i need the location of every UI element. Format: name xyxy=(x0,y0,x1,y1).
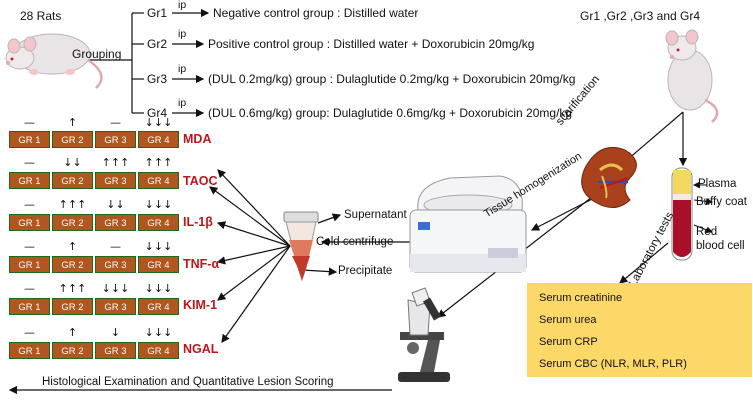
kim1-gr3-indicator: ↓↓↓ xyxy=(101,282,130,295)
ngal-gr4-indicator: ↓↓↓ xyxy=(144,326,173,339)
ngal-gr2-box: GR 2 xyxy=(52,342,93,359)
lab-test-cbc: Serum CBC (NLR, MLR, PLR) xyxy=(539,358,687,370)
tnfa-gr2-indicator: ↑ xyxy=(67,240,78,253)
taoc-label: TAOC xyxy=(183,174,218,188)
mda-gr1-indicator: — xyxy=(24,116,35,129)
group-4-description: (DUL 0.6mg/kg) group: Dulaglutide 0.6mg/… xyxy=(208,106,573,120)
il1b-gr3-indicator: ↓↓ xyxy=(106,198,125,211)
il1b-gr3-box: GR 3 xyxy=(95,214,136,231)
ngal-gr3-box: GR 3 xyxy=(95,342,136,359)
group-3-description: (DUL 0.2mg/kg) group : Dulaglutide 0.2mg… xyxy=(208,72,576,86)
rats-count-label: 28 Rats xyxy=(20,9,62,23)
tnfa-gr1-box: GR 1 xyxy=(9,256,50,273)
mda-gr4-box: GR 4 xyxy=(138,131,179,148)
group-4-route: ip xyxy=(178,97,187,109)
plasma-label: Plasma xyxy=(698,178,737,190)
kim1-gr4-indicator: ↓↓↓ xyxy=(144,282,173,295)
tnfa-gr4-box: GR 4 xyxy=(138,256,179,273)
ngal-gr1-box: GR 1 xyxy=(9,342,50,359)
taoc-gr3-box: GR 3 xyxy=(95,172,136,189)
lab-test-crp: Serum CRP xyxy=(539,336,598,348)
ngal-gr2-indicator: ↑ xyxy=(67,326,78,339)
group-2-description: Positive control group : Distilled water… xyxy=(208,37,535,51)
red-blood-cell-label-line2: blood cell xyxy=(696,240,745,252)
tnfa-label: TNF-α xyxy=(183,257,220,271)
mda-gr4-indicator: ↓↓↓ xyxy=(144,116,173,129)
taoc-gr4-box: GR 4 xyxy=(138,172,179,189)
cold-centrifuge-label: Cold centrifuge xyxy=(316,236,394,248)
group-2-id: Gr2 xyxy=(147,37,168,51)
kim1-gr3-box: GR 3 xyxy=(95,298,136,315)
kim1-gr4-box: GR 4 xyxy=(138,298,179,315)
mda-gr3-indicator: — xyxy=(110,116,121,129)
taoc-gr3-indicator: ↑↑↑ xyxy=(101,156,130,169)
il1b-gr4-box: GR 4 xyxy=(138,214,179,231)
mda-label: MDA xyxy=(183,132,212,146)
group-3-id: Gr3 xyxy=(147,72,168,86)
kim1-label: KIM-1 xyxy=(183,298,218,312)
group-3-route: ip xyxy=(178,63,187,75)
mda-gr1-box: GR 1 xyxy=(9,131,50,148)
kim1-gr1-box: GR 1 xyxy=(9,298,50,315)
ngal-gr1-indicator: — xyxy=(24,326,35,339)
tnfa-gr3-indicator: — xyxy=(110,240,121,253)
groups-summary-label: Gr1 ,Gr2 ,Gr3 and Gr4 xyxy=(580,9,701,23)
group-1-id: Gr1 xyxy=(147,6,168,20)
grouping-label: Grouping xyxy=(72,47,122,61)
ngal-label: NGAL xyxy=(183,342,219,356)
il1b-gr2-indicator: ↑↑↑ xyxy=(58,198,87,211)
kim1-gr1-indicator: — xyxy=(24,282,35,295)
precipitate-label: Precipitate xyxy=(338,265,393,277)
group-4-id: Gr4 xyxy=(147,106,168,120)
ngal-gr4-box: GR 4 xyxy=(138,342,179,359)
tnfa-gr3-box: GR 3 xyxy=(95,256,136,273)
group-1-route: ip xyxy=(178,0,187,11)
red-blood-cell-label-line1: Red xyxy=(696,226,718,238)
laboratory-tests-panel: Serum creatinine Serum urea Serum CRP Se… xyxy=(527,283,752,377)
buffy-coat-label: Buffy coat xyxy=(696,196,747,208)
lab-test-urea: Serum urea xyxy=(539,314,597,326)
group-1-description: Negative control group : Distilled water xyxy=(213,6,419,20)
il1b-gr4-indicator: ↓↓↓ xyxy=(144,198,173,211)
mda-gr3-box: GR 3 xyxy=(95,131,136,148)
il1b-label: IL-1β xyxy=(183,215,213,229)
taoc-gr2-indicator: ↓↓ xyxy=(63,156,82,169)
taoc-gr1-indicator: — xyxy=(24,156,35,169)
supernatant-label: Supernatant xyxy=(344,209,407,221)
ngal-gr3-indicator: ↓ xyxy=(110,326,121,339)
histology-label: Histological Examination and Quantitativ… xyxy=(42,376,334,388)
il1b-gr1-indicator: — xyxy=(24,198,35,211)
tnfa-gr2-box: GR 2 xyxy=(52,256,93,273)
taoc-gr4-indicator: ↑↑↑ xyxy=(144,156,173,169)
kim1-gr2-box: GR 2 xyxy=(52,298,93,315)
taoc-gr2-box: GR 2 xyxy=(52,172,93,189)
mda-gr2-indicator: ↑ xyxy=(67,116,78,129)
lab-test-creatinine: Serum creatinine xyxy=(539,292,623,304)
tnfa-gr4-indicator: ↓↓↓ xyxy=(144,240,173,253)
group-2-route: ip xyxy=(178,28,187,40)
kim1-gr2-indicator: ↑↑↑ xyxy=(58,282,87,295)
il1b-gr1-box: GR 1 xyxy=(9,214,50,231)
tnfa-gr1-indicator: — xyxy=(24,240,35,253)
il1b-gr2-box: GR 2 xyxy=(52,214,93,231)
taoc-gr1-box: GR 1 xyxy=(9,172,50,189)
mda-gr2-box: GR 2 xyxy=(52,131,93,148)
